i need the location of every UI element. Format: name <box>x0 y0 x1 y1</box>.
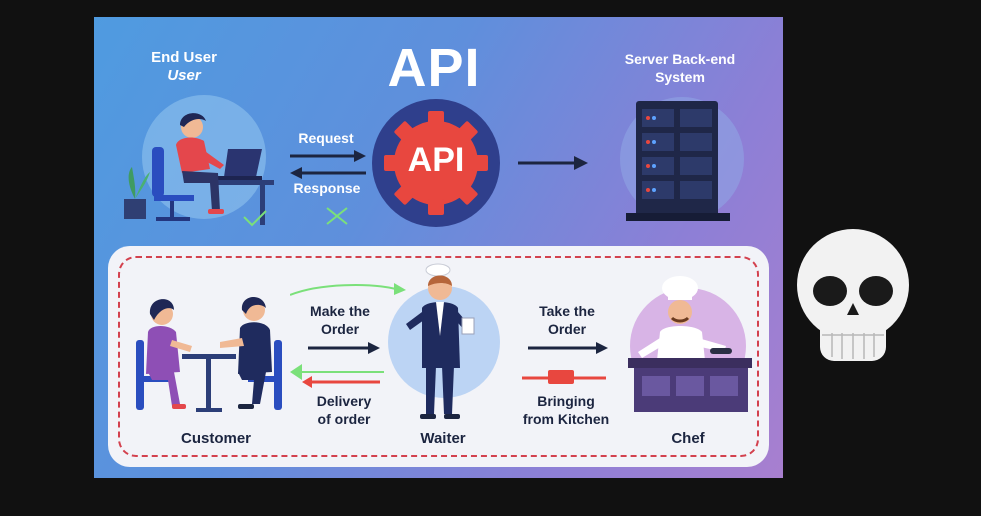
server-label-line2: System <box>655 69 705 85</box>
server-arrow <box>518 156 588 170</box>
waiter-label: Waiter <box>420 430 466 447</box>
end-user-label-line2: User <box>167 67 201 84</box>
response-label: Response <box>293 180 361 196</box>
chef-illustration <box>614 266 764 426</box>
dashed-border <box>118 256 759 457</box>
cross-icon <box>324 205 350 227</box>
bringing-line1: Bringing <box>537 393 595 409</box>
bringing-line2: from Kitchen <box>522 411 610 427</box>
restaurant-analogy-panel: Customer Make the Order Delivery of orde… <box>108 246 769 467</box>
customer-label: Customer <box>180 430 251 447</box>
customer-illustration <box>134 280 284 420</box>
api-gear-label: API <box>407 141 465 179</box>
server-label: Server Back-end System <box>600 50 760 86</box>
make-order-arrow <box>308 342 380 354</box>
skull-icon <box>794 225 912 373</box>
take-order-line1: Take the <box>539 303 595 319</box>
bringing-label: Bringing from Kitchen <box>508 392 624 428</box>
api-slide: End User User <box>94 17 783 478</box>
response-arrow <box>290 167 366 179</box>
make-order-line2: Order <box>320 321 360 337</box>
api-gear: API <box>370 97 502 229</box>
end-user-label: End User User <box>124 49 244 85</box>
bringing-arrow <box>522 366 606 390</box>
take-order-line2: Order <box>547 321 587 337</box>
server-rack-icon <box>612 95 752 225</box>
make-order-line1: Make the <box>310 303 370 319</box>
take-order-arrow <box>528 342 608 354</box>
take-order-label: Take the Order <box>522 302 612 338</box>
waiter-illustration <box>378 256 508 426</box>
request-label: Request <box>298 130 354 146</box>
delivery-line2: of order <box>317 411 371 427</box>
server-label-line1: Server Back-end <box>624 51 736 67</box>
delivery-label: Delivery of order <box>304 392 384 428</box>
green-curve-arrow-top <box>290 281 406 299</box>
api-title: API <box>387 38 481 98</box>
make-order-label: Make the Order <box>300 302 380 338</box>
end-user-label-line1: End User <box>151 49 217 66</box>
delivery-line1: Delivery <box>316 393 372 409</box>
request-arrow <box>290 150 366 162</box>
delivery-arrow <box>290 362 384 388</box>
chef-label: Chef <box>671 430 705 447</box>
end-user-illustration <box>124 87 284 227</box>
